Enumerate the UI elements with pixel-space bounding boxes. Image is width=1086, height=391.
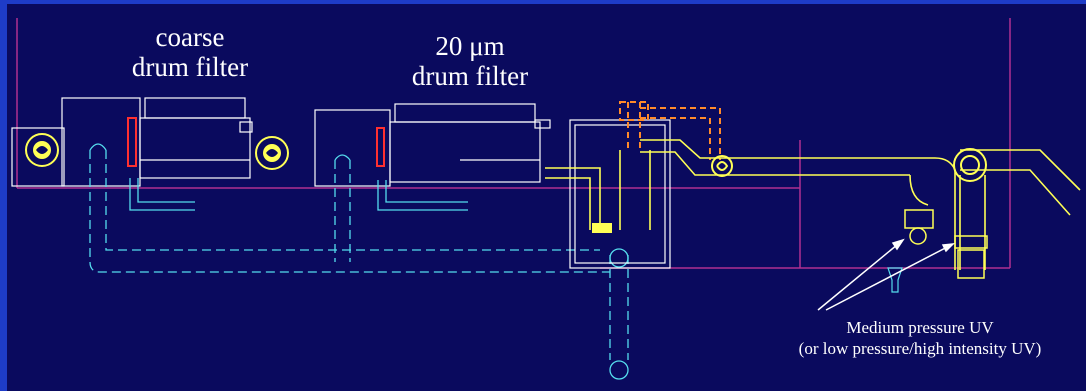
coarse-filter-red-valve — [127, 117, 137, 167]
fine-filter-label: 20 μm drum filter — [380, 31, 560, 91]
pump-icon-right — [953, 148, 987, 182]
left-border — [0, 0, 7, 391]
drain-pipes — [89, 150, 629, 360]
pump-icon-mid — [711, 155, 733, 177]
orange-pipe-section — [619, 101, 721, 160]
grit-block — [592, 223, 612, 233]
coarse-filter-label-line2: drum filter — [131, 52, 249, 83]
uv-pointer-arrows — [817, 238, 956, 311]
uv-label-line1: Medium pressure UV — [846, 318, 994, 337]
top-border — [0, 0, 1086, 4]
coarse-filter-label-line1: coarse — [155, 22, 225, 52]
fine-filter-label-line2: drum filter — [411, 61, 529, 92]
coarse-filter-label: coarse drum filter — [120, 22, 260, 82]
uv-unit-left — [904, 209, 934, 245]
uv-label: Medium pressure UV (or low pressure/high… — [760, 317, 1080, 360]
drain-pipes-solid — [89, 143, 629, 380]
uv-label-line2: (or low pressure/high intensity UV) — [798, 339, 1042, 359]
fine-filter-red-valve — [376, 127, 385, 167]
uv-unit-right — [954, 235, 988, 279]
main-pipe — [545, 139, 1081, 270]
fine-drum-filter — [389, 103, 551, 183]
coarse-filter-pump-icon — [255, 136, 289, 170]
fine-filter-label-line1: 20 μm — [435, 31, 505, 61]
inlet-pump-icon — [25, 133, 59, 167]
uv-funnel — [887, 267, 903, 293]
coarse-drum-filter — [139, 97, 253, 179]
